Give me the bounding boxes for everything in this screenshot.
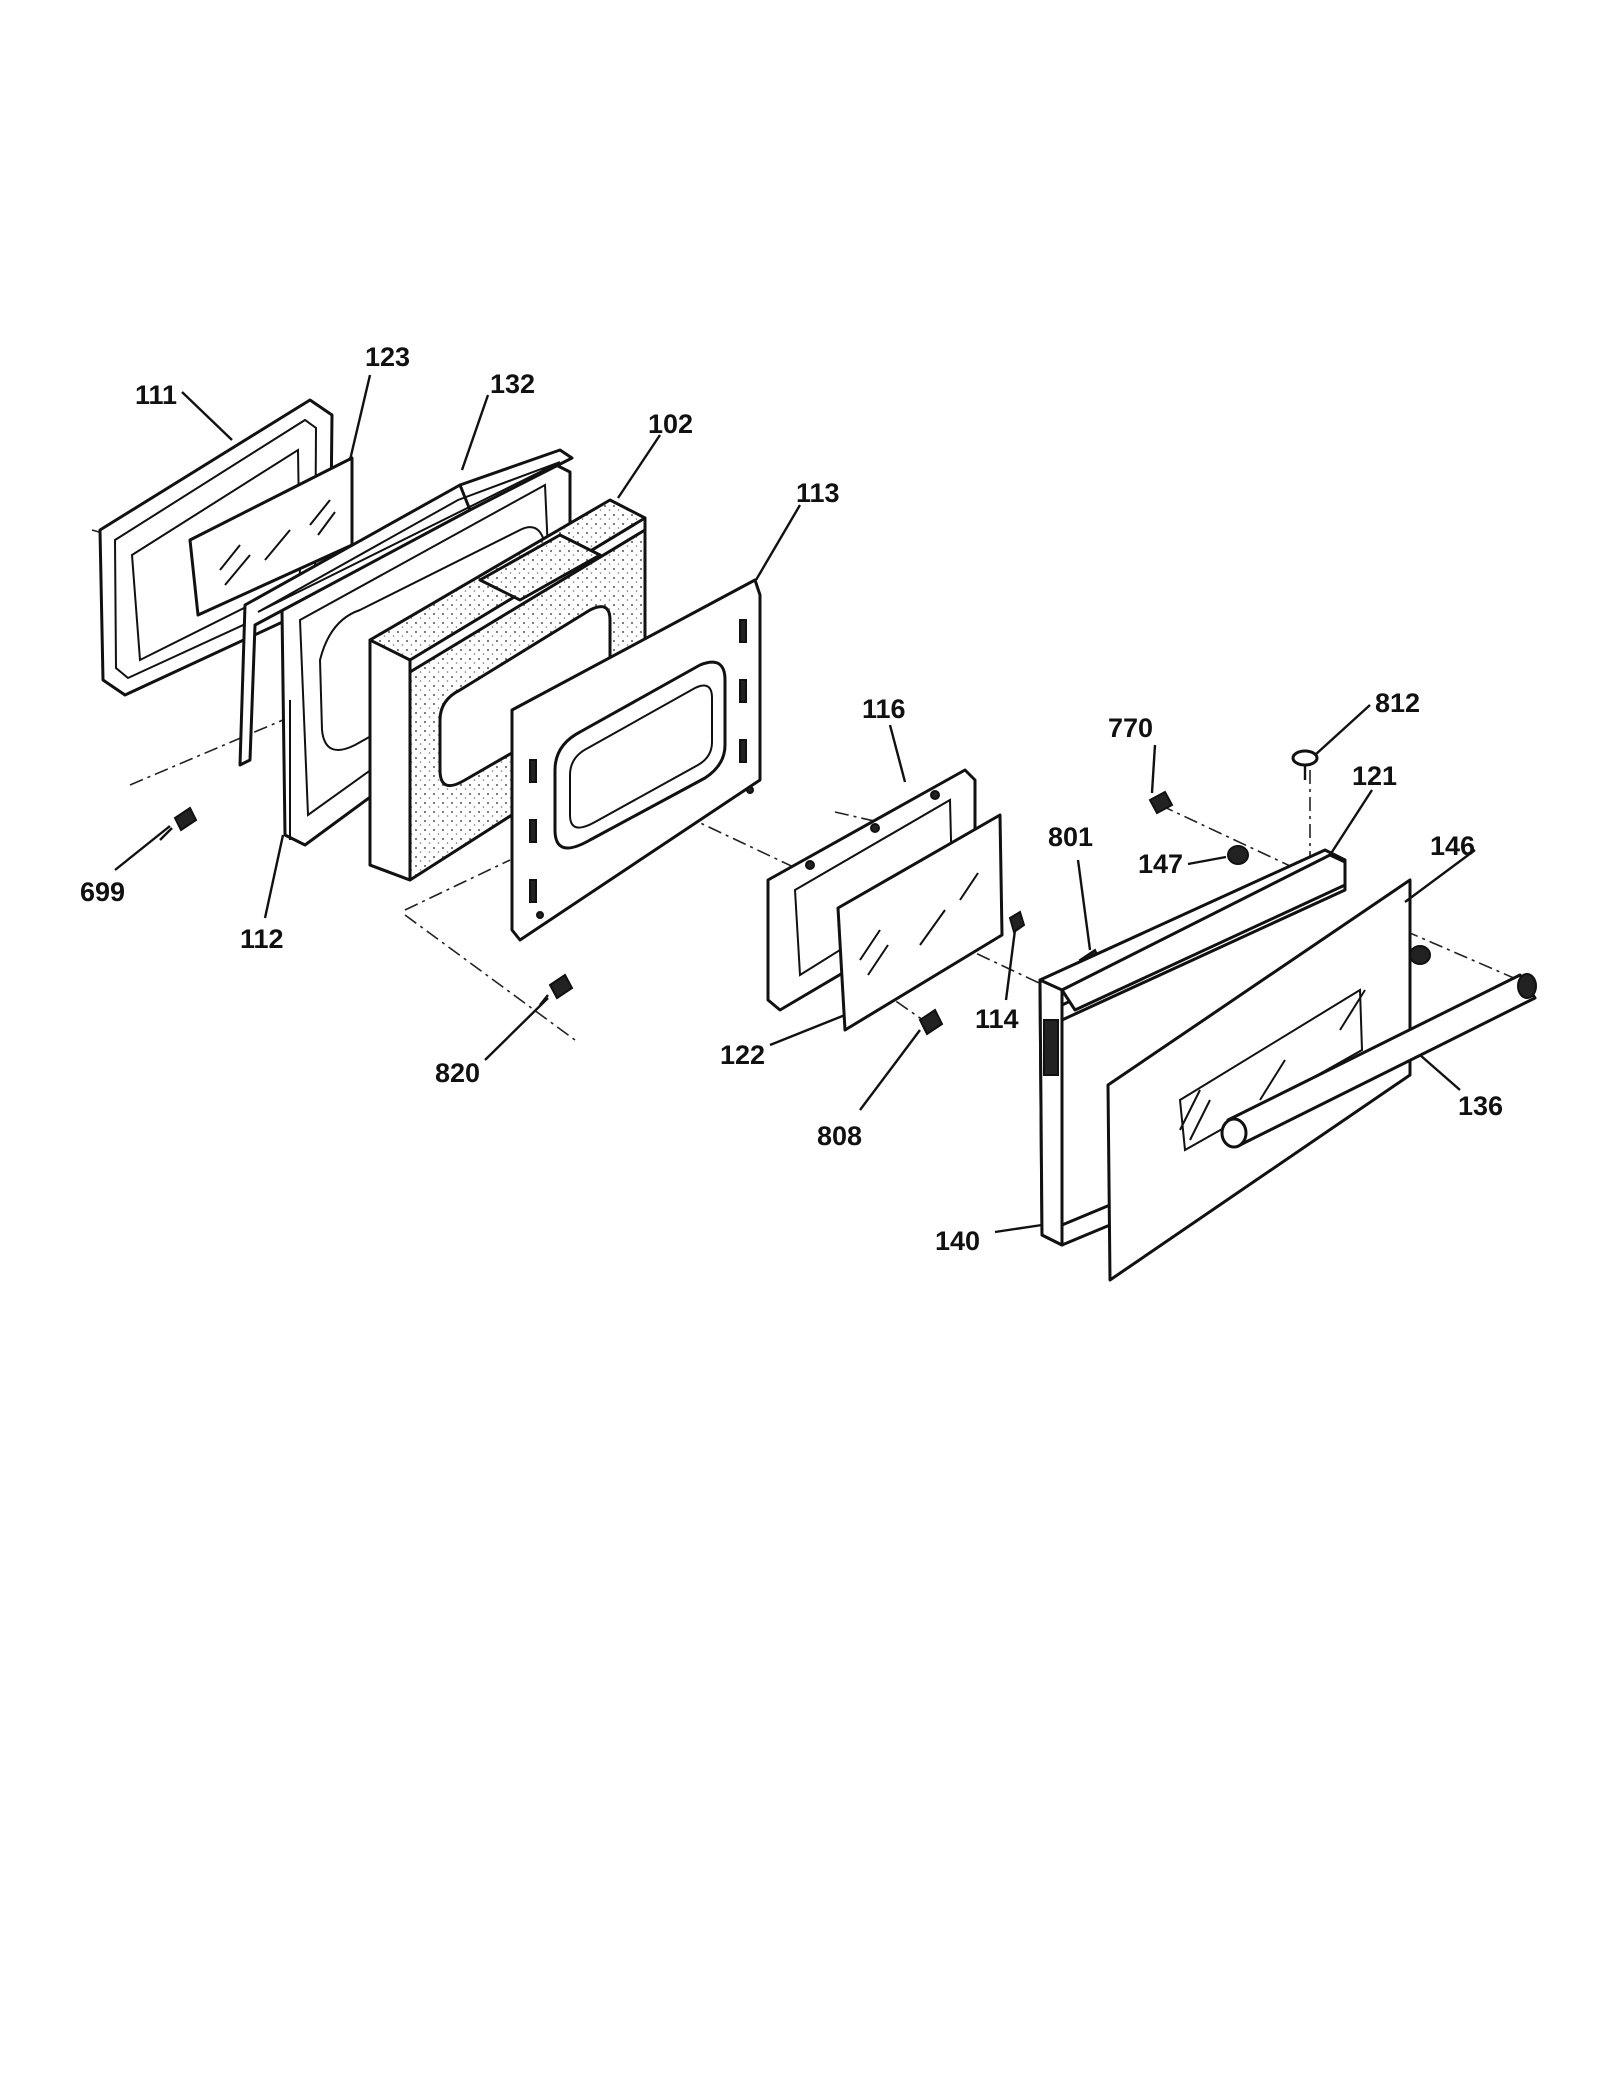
callout-leaders — [114, 374, 1476, 1234]
label-113: 113 — [796, 478, 840, 508]
label-140: 140 — [935, 1226, 980, 1256]
part-113-inner-panel — [510, 578, 762, 942]
label-146: 146 — [1430, 831, 1475, 861]
label-102: 102 — [648, 409, 693, 439]
part-147-bumper — [1227, 845, 1431, 965]
label-121: 121 — [1352, 761, 1397, 791]
label-808: 808 — [817, 1121, 862, 1151]
label-111: 111 — [135, 380, 177, 410]
label-147: 147 — [1138, 849, 1183, 879]
label-114: 114 — [975, 1004, 1019, 1034]
label-770: 770 — [1108, 713, 1153, 743]
part-132-frame — [238, 448, 574, 767]
part-136-door-handle — [1220, 973, 1537, 1149]
callout-labels: 111 123 132 102 113 116 770 812 121 146 … — [80, 342, 1503, 1256]
label-122: 122 — [720, 1040, 765, 1070]
part-122-middle-glass — [836, 813, 1004, 1032]
label-123: 123 — [365, 342, 410, 372]
screw-699 — [159, 806, 198, 841]
label-820: 820 — [435, 1058, 480, 1088]
label-116: 116 — [862, 694, 906, 724]
label-801: 801 — [1048, 822, 1093, 852]
label-699: 699 — [80, 877, 125, 907]
label-812: 812 — [1375, 688, 1420, 718]
screw-808 — [918, 1008, 944, 1036]
label-112: 112 — [240, 924, 284, 954]
screw-812 — [1291, 749, 1319, 780]
label-136: 136 — [1458, 1091, 1503, 1121]
label-132: 132 — [490, 369, 535, 399]
part-146-outer-glass — [1106, 878, 1412, 1282]
screw-770 — [1148, 790, 1174, 815]
part-121-top-trim — [1060, 853, 1347, 1012]
part-114-clip — [1008, 910, 1026, 934]
